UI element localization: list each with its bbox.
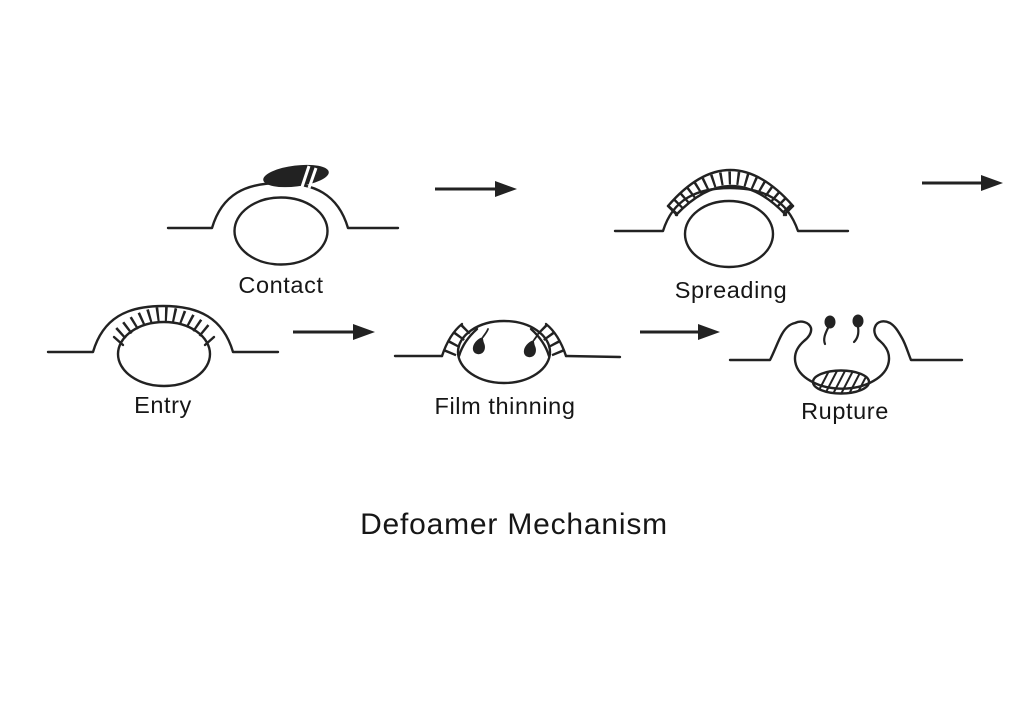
stage-spreading: Spreading: [613, 169, 850, 303]
entry-bubble: [116, 320, 212, 388]
contact-surface-and-dome: [166, 181, 400, 230]
thinning-film-left-icon: [440, 322, 479, 358]
spreading-bubble: [683, 199, 775, 269]
rupture-burst-bubble: [728, 320, 964, 390]
droplet-left-icon: [472, 328, 489, 355]
film-thinning-bubble: [456, 319, 552, 385]
stage-label-spreading: Spreading: [675, 277, 788, 303]
defoamer-pool-icon: [811, 369, 871, 395]
spread-film-band-icon: [666, 169, 795, 217]
stage-film-thinning: Film thinning: [393, 319, 622, 419]
arrow-film-thinning-to-rupture: [640, 324, 720, 340]
escaping-droplet-left-icon: [823, 315, 836, 346]
thinning-film-right-icon: [529, 322, 568, 358]
stage-rupture: Rupture: [728, 314, 964, 424]
escaping-droplet-right-icon: [852, 314, 864, 344]
stage-contact: Contact: [166, 164, 400, 298]
stage-label-contact: Contact: [238, 272, 323, 298]
contact-bubble: [233, 196, 329, 266]
stage-label-film-thinning: Film thinning: [434, 393, 575, 419]
stage-label-entry: Entry: [134, 392, 192, 418]
arrow-contact-to-spreading: [435, 181, 517, 197]
arrow-spreading-to-next-row: [922, 175, 1003, 191]
stage-entry: Entry: [46, 304, 280, 418]
entered-film-band-icon: [112, 307, 216, 347]
defoamer-droplet-icon: [263, 164, 329, 189]
film-thinning-surface-right: [564, 354, 622, 359]
entry-surface-and-dome: [46, 304, 280, 354]
diagram-title: Defoamer Mechanism: [360, 508, 668, 541]
arrow-entry-to-film-thinning: [293, 324, 375, 340]
spreading-surface-and-dome: [613, 186, 850, 233]
stage-label-rupture: Rupture: [801, 398, 889, 424]
droplet-right-icon: [523, 331, 540, 358]
